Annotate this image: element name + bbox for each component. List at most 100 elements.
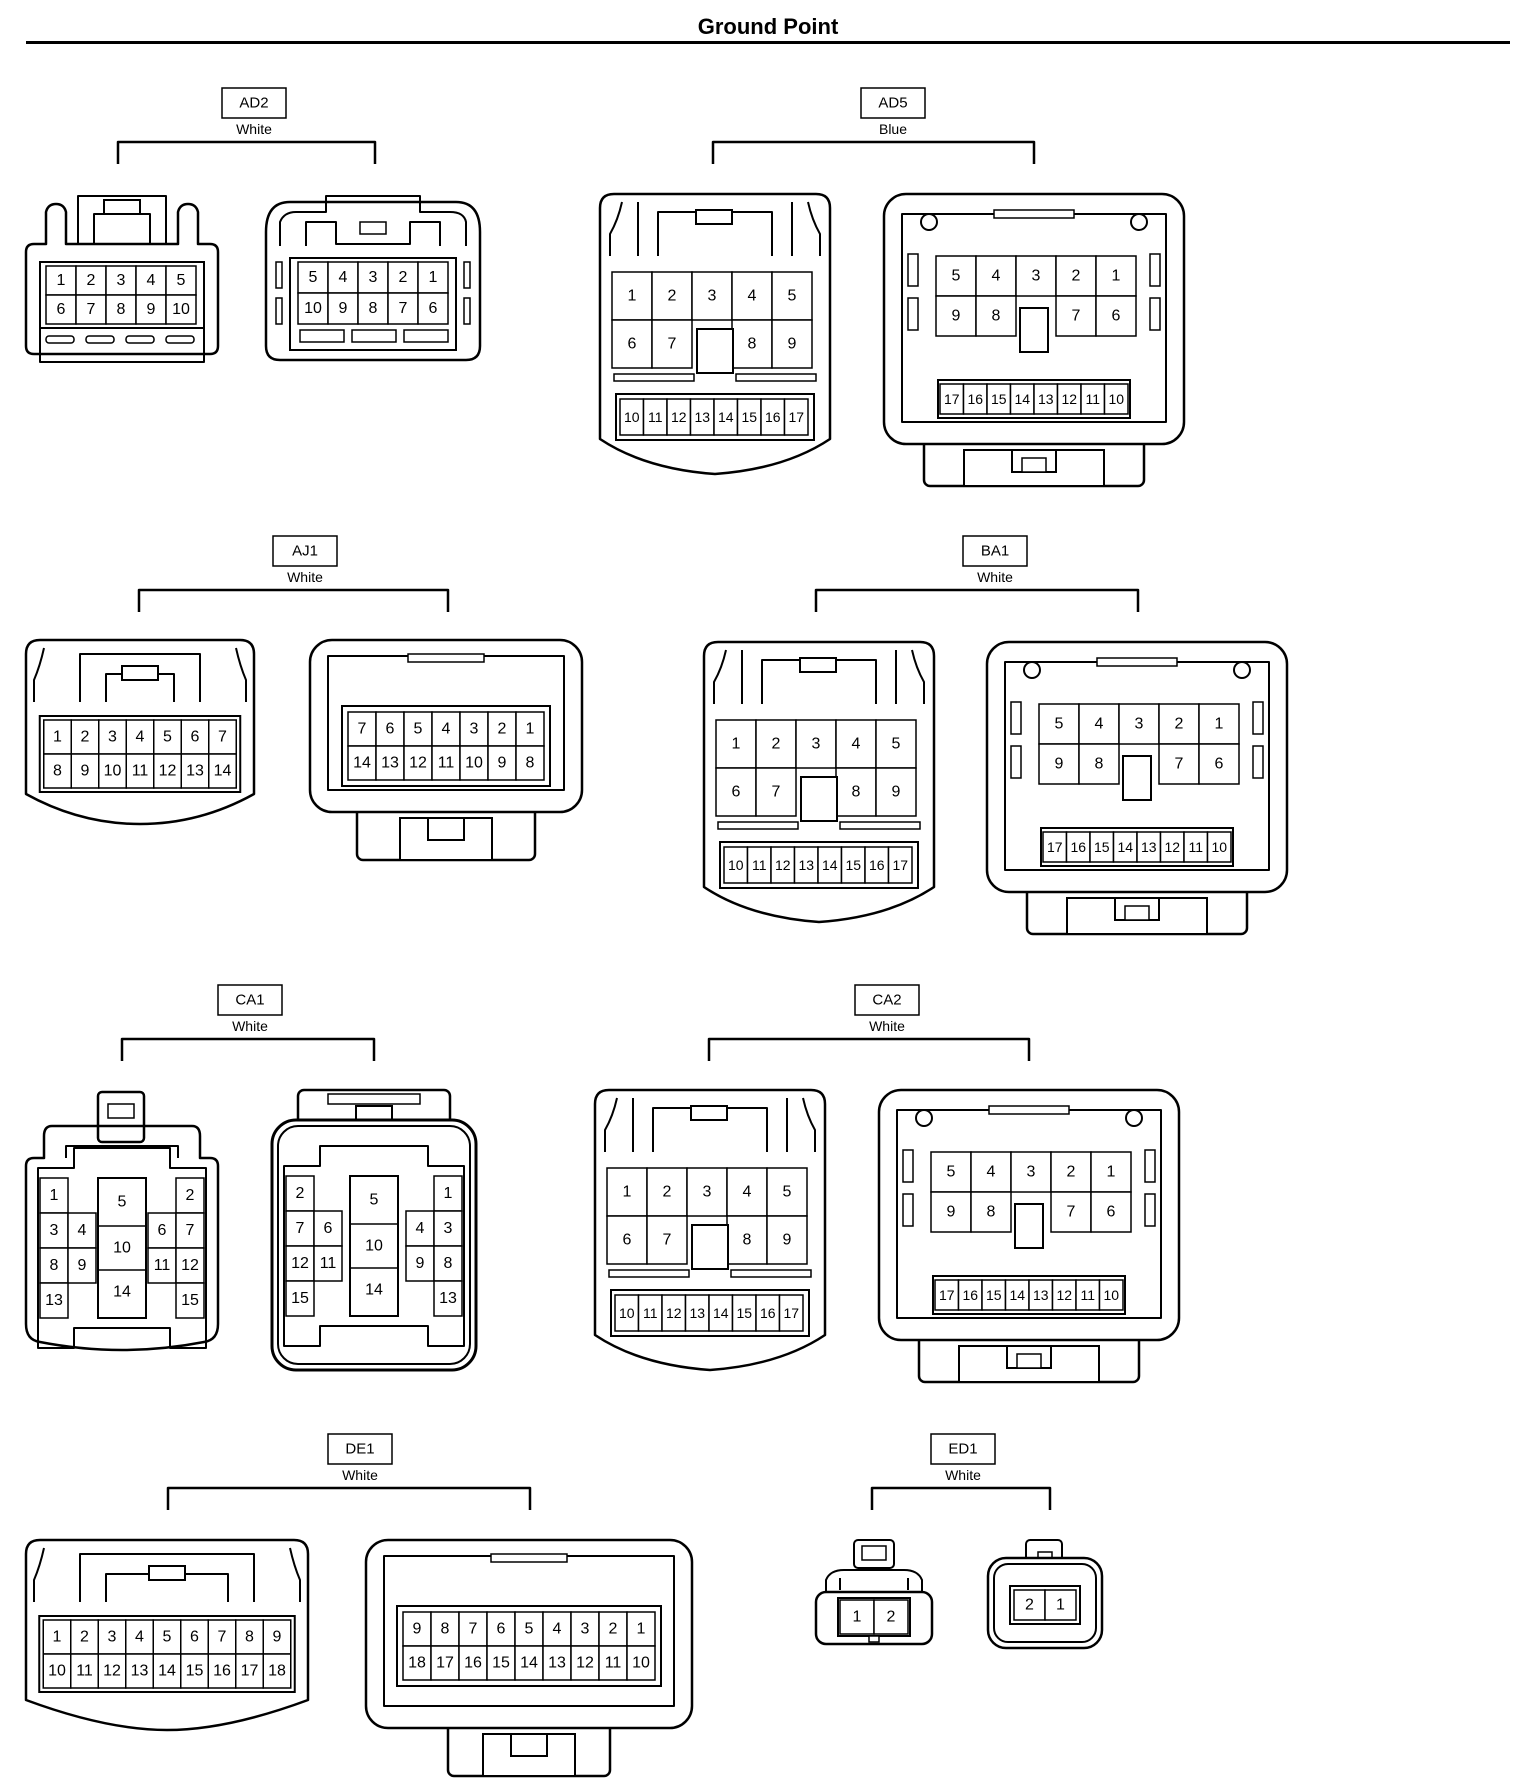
connector-code-box: [962, 535, 1028, 567]
pin-number: 2: [399, 269, 408, 286]
pin-number: 1: [53, 729, 62, 746]
pin-number: 9: [413, 1621, 422, 1638]
pin-cell: [347, 745, 377, 781]
pin-number: 13: [131, 1663, 149, 1680]
connector-code-box: [327, 1433, 393, 1465]
pin-number: 1: [732, 736, 741, 753]
housing-outline: [279, 195, 467, 246]
pin-cell: [715, 767, 757, 817]
pin-number: 1: [1215, 716, 1224, 733]
pin-number: 13: [798, 857, 814, 873]
pin-number: 12: [181, 1257, 199, 1274]
pin-number: 9: [952, 308, 961, 325]
housing-part: [907, 297, 919, 331]
housing-outline: [33, 647, 45, 702]
housing-outline: [24, 638, 256, 826]
pin-number: 11: [1188, 839, 1203, 855]
pin-number: 10: [728, 857, 744, 873]
housing-outline: [24, 1538, 310, 1732]
pin-cell: [403, 745, 433, 781]
housing-part: [1144, 1149, 1156, 1183]
pin-number: 8: [53, 763, 62, 780]
pin-number: 3: [444, 1220, 453, 1237]
pin-number: 4: [987, 1164, 996, 1181]
housing-outline: [896, 1109, 1162, 1319]
pin-number: 15: [186, 1663, 204, 1680]
pin-cell: [70, 1619, 99, 1655]
pin-number: 13: [381, 755, 399, 772]
pin-number: 13: [548, 1655, 566, 1672]
pin-number: 1: [50, 1187, 59, 1204]
pin-number: 5: [309, 269, 318, 286]
housing-outline: [37, 1147, 207, 1349]
pin-number: 14: [353, 755, 371, 772]
pin-cell: [1013, 1589, 1046, 1621]
pin-number: 16: [962, 1287, 978, 1303]
pin-number: 8: [50, 1257, 59, 1274]
pin-number: 7: [772, 784, 781, 801]
pin-cell: [715, 719, 757, 769]
pin-cell: [45, 265, 77, 296]
pin-cell: [417, 292, 449, 325]
pin-number: 5: [163, 1629, 172, 1646]
housing-outline: [911, 649, 925, 704]
pin-cell: [839, 1599, 875, 1635]
housing-part: [275, 297, 283, 325]
pin-number: 3: [708, 288, 717, 305]
connector-code: CA1: [235, 992, 264, 1009]
pin-number: 12: [671, 409, 687, 425]
pin-cell: [125, 719, 155, 755]
pin-number: 14: [365, 1282, 383, 1299]
connector-color: White: [287, 569, 323, 585]
pin-number: 10: [304, 300, 322, 317]
pin-number: 10: [365, 1238, 383, 1255]
pin-number: 3: [50, 1222, 59, 1239]
pin-number: 7: [399, 300, 408, 317]
housing-part: [148, 1565, 186, 1581]
pin-cell: [875, 767, 917, 817]
housing-outline: [289, 1547, 301, 1602]
pin-number: 1: [526, 721, 535, 738]
pin-number: 3: [1135, 716, 1144, 733]
housing-outline: [235, 647, 247, 702]
pin-cell: [45, 294, 77, 325]
housing-part: [327, 1093, 421, 1105]
pin-cell: [43, 753, 72, 789]
housing-outline: [807, 201, 821, 256]
pin-number: 10: [465, 755, 483, 772]
pin-number: 14: [1117, 839, 1133, 855]
pin-cell: [405, 1245, 435, 1282]
housing-part: [1252, 745, 1264, 779]
pin-number: 8: [444, 1255, 453, 1272]
housing-part: [463, 261, 471, 289]
pin-number: 11: [132, 763, 149, 780]
pin-number: 5: [952, 268, 961, 285]
pin-cell: [262, 1619, 292, 1655]
housing-part: [799, 657, 837, 673]
pin-number: 2: [186, 1187, 195, 1204]
pin-number: 15: [1094, 839, 1110, 855]
housing-part: [839, 821, 921, 830]
pin-cell: [153, 753, 182, 789]
housing-part: [490, 1553, 568, 1563]
housing-outline: [593, 1088, 827, 1372]
pin-number: 7: [1067, 1204, 1076, 1221]
pin-cell: [935, 295, 977, 337]
pin-number: 10: [1103, 1287, 1119, 1303]
pin-number: 3: [470, 721, 479, 738]
bracket: [814, 588, 1140, 612]
pin-number: 2: [87, 272, 96, 289]
pin-number: 6: [732, 784, 741, 801]
housing-outline: [802, 1097, 816, 1152]
housing-part: [1122, 755, 1152, 801]
connector-code-box: [272, 535, 338, 567]
pin-cell: [297, 261, 329, 294]
pin-number: 9: [339, 300, 348, 317]
pin-number: 12: [576, 1655, 594, 1672]
